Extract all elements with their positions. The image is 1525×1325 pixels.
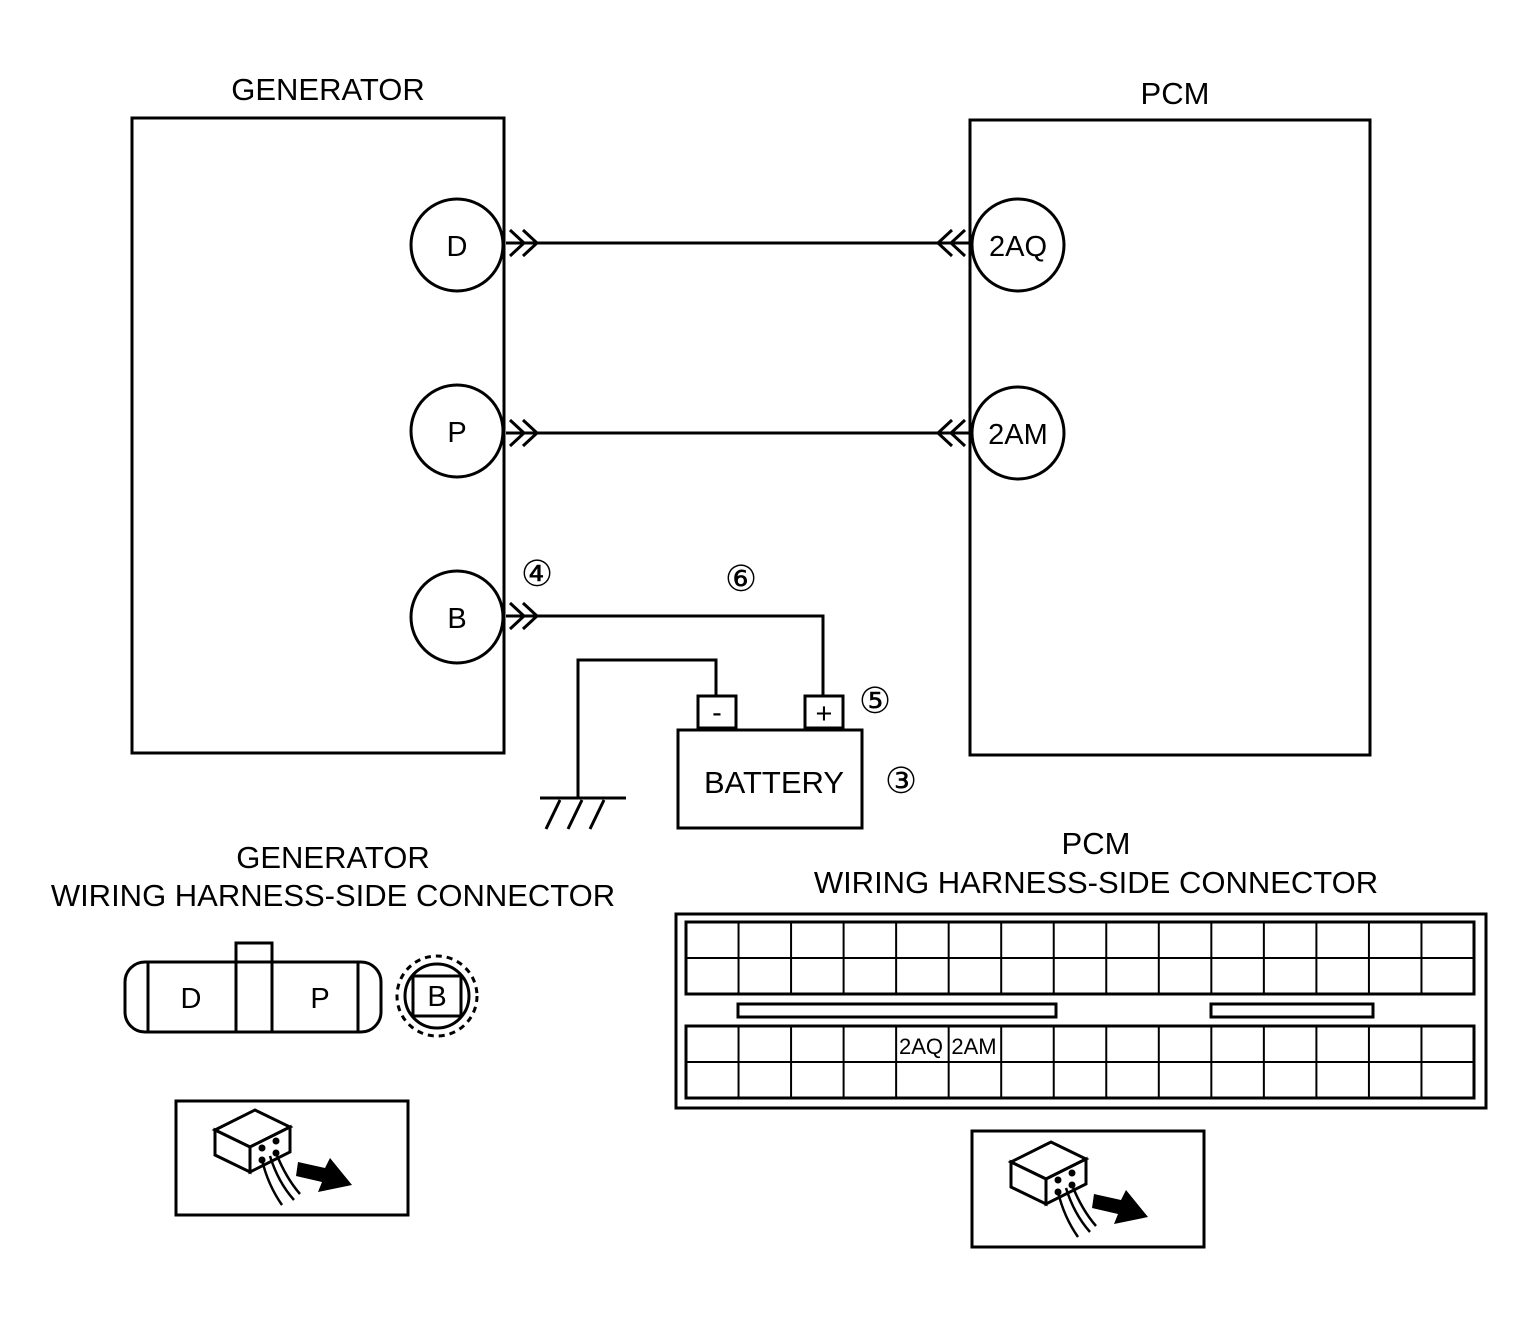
generator-pin-d: D bbox=[447, 231, 468, 263]
gen-connector-pin-d: D bbox=[181, 983, 202, 1015]
generator-block: GENERATOR D P B bbox=[130, 72, 506, 755]
battery-neg-terminal bbox=[696, 694, 738, 730]
wire-p-2am bbox=[506, 418, 972, 448]
pcm-box bbox=[968, 118, 1372, 757]
generator-pin-d-circle bbox=[409, 197, 505, 293]
callout-5: ⑤ bbox=[859, 680, 891, 721]
wire-d-2aq bbox=[506, 228, 972, 258]
battery-pos-terminal bbox=[803, 694, 845, 730]
battery-neg-label: - bbox=[712, 697, 722, 729]
wire-b-battery bbox=[506, 601, 825, 696]
gen-connector-b-terminal bbox=[411, 974, 463, 1018]
gen-connector-subtitle: WIRING HARNESS-SIDE CONNECTOR bbox=[51, 878, 615, 913]
generator-pin-p-circle bbox=[409, 383, 505, 479]
generator-connector: GENERATOR WIRING HARNESS-SIDE CONNECTOR … bbox=[51, 840, 615, 1217]
connector-view-icon bbox=[211, 1108, 352, 1206]
pcm-connector-title: PCM bbox=[1062, 826, 1131, 861]
pcm-pin-2am: 2AM bbox=[988, 419, 1048, 451]
pcm-connector-pin-2am: 2AM bbox=[951, 1034, 996, 1059]
generator-pin-b: B bbox=[447, 603, 466, 635]
generator-pin-b-circle bbox=[409, 569, 505, 665]
pcm-pin-2aq: 2AQ bbox=[989, 231, 1047, 263]
gen-connector-body bbox=[123, 960, 383, 1034]
gen-connector-title: GENERATOR bbox=[236, 840, 430, 875]
pcm-pin-2aq-circle bbox=[970, 197, 1066, 293]
gen-connector-pin-b: B bbox=[427, 981, 446, 1013]
generator-title: GENERATOR bbox=[231, 72, 425, 107]
gen-connector-b-dashed bbox=[395, 954, 479, 1038]
pcm-connector-subtitle: WIRING HARNESS-SIDE CONNECTOR bbox=[814, 865, 1378, 900]
gen-connector-b-ring bbox=[403, 962, 471, 1030]
pcm-connector-view-frame bbox=[970, 1129, 1206, 1249]
connector-view-icon bbox=[1007, 1140, 1148, 1238]
pcm-connector-grid bbox=[686, 922, 1474, 1098]
callout-4: ④ bbox=[521, 553, 553, 594]
generator-pin-p: P bbox=[447, 417, 466, 449]
gen-connector-pin-p: P bbox=[310, 983, 329, 1015]
pcm-connector-outer bbox=[674, 912, 1488, 1110]
battery: - + BATTERY bbox=[676, 694, 864, 830]
gen-connector-view-frame bbox=[174, 1099, 410, 1217]
pcm-connector: PCM WIRING HARNESS-SIDE CONNECTOR 2AQ 2A… bbox=[674, 826, 1488, 1249]
callout-6: ⑥ bbox=[725, 558, 757, 599]
battery-box bbox=[676, 728, 864, 830]
pcm-connector-pin-2aq: 2AQ bbox=[899, 1034, 943, 1059]
battery-label: BATTERY bbox=[704, 765, 844, 800]
gen-connector-latch bbox=[234, 941, 274, 1034]
pcm-connector-rib-left bbox=[736, 1002, 1058, 1019]
callout-3: ③ bbox=[885, 760, 917, 801]
pcm-connector-rib-right bbox=[1209, 1002, 1375, 1019]
pcm-title: PCM bbox=[1141, 76, 1210, 111]
battery-pos-label: + bbox=[816, 698, 833, 730]
pcm-block: PCM 2AQ 2AM bbox=[968, 76, 1372, 757]
wire-ground bbox=[540, 658, 718, 830]
